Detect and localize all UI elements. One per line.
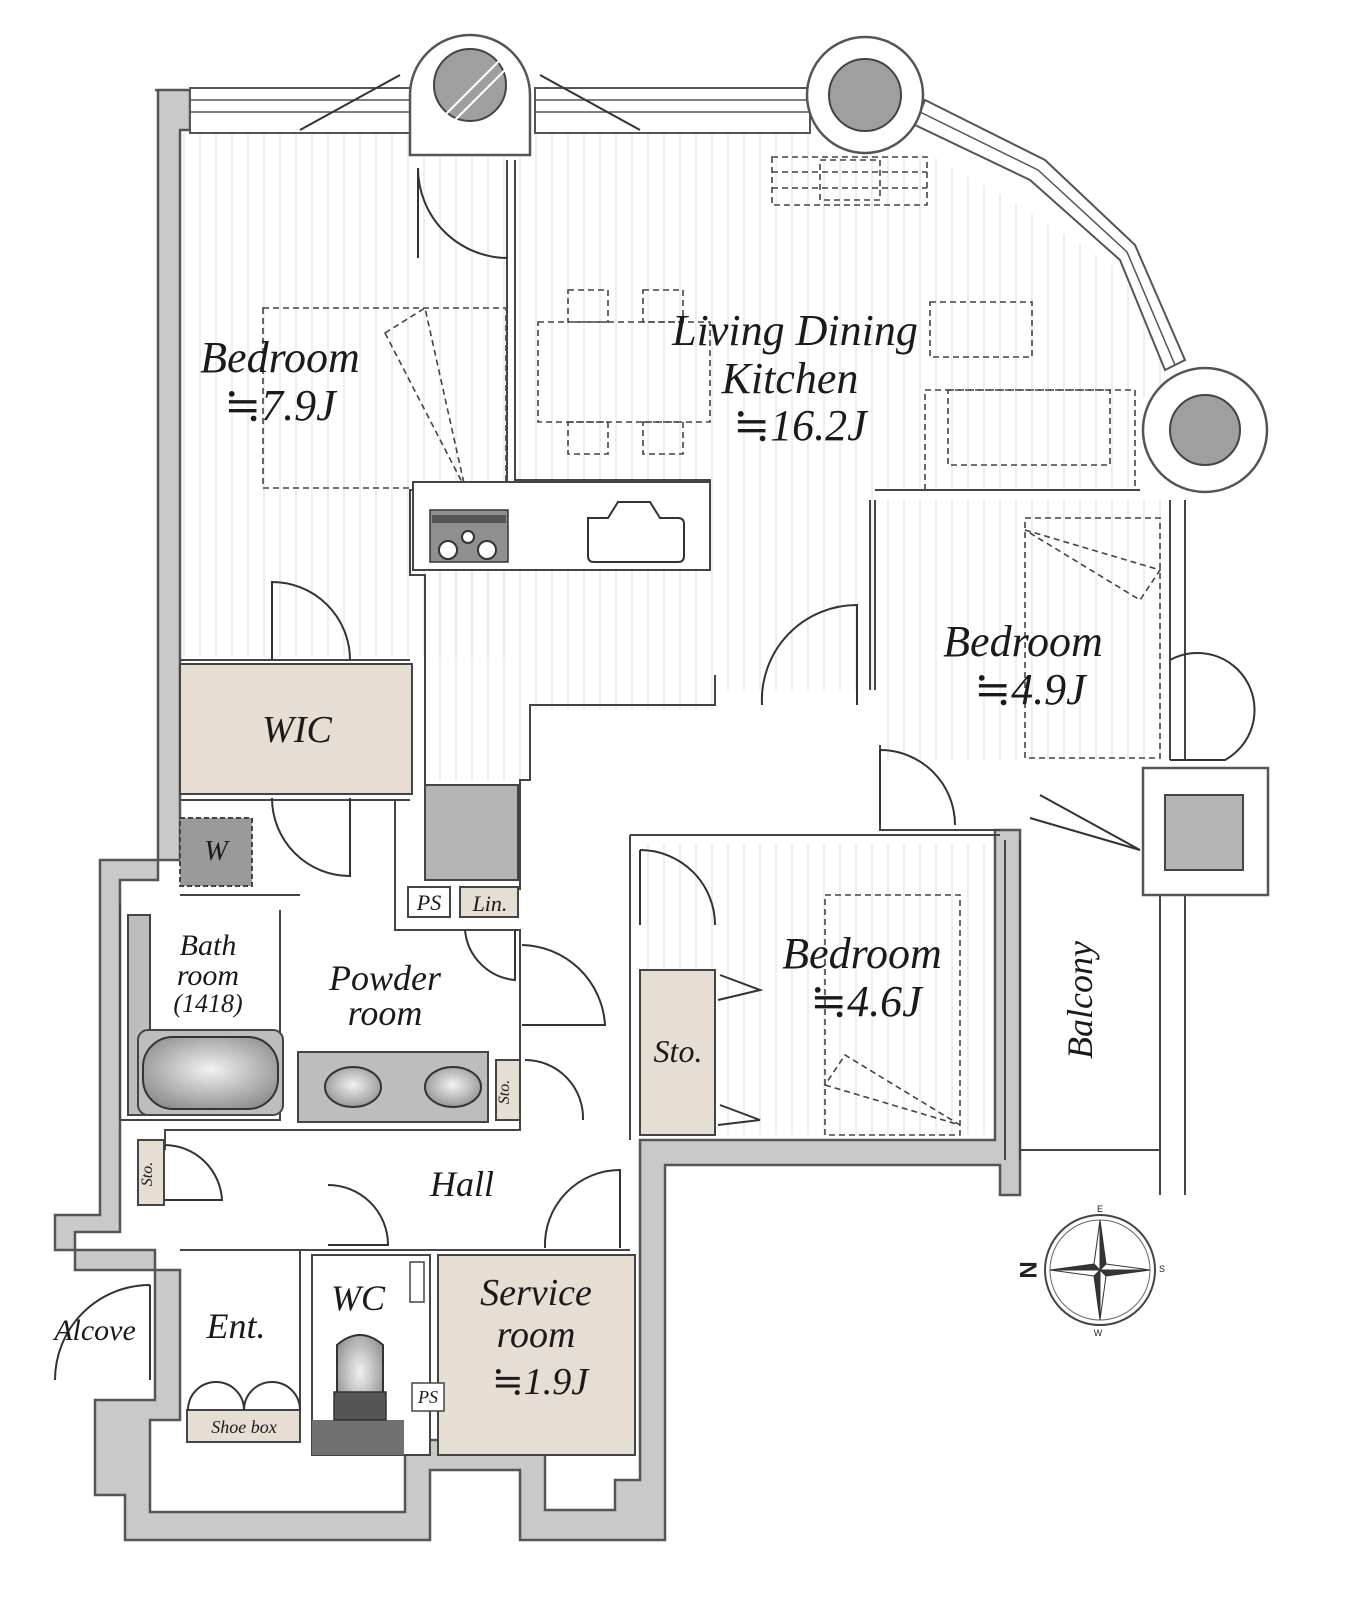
lin-label: Lin.	[472, 891, 508, 916]
sto-bedroom-label: Sto.	[654, 1033, 703, 1069]
bedroom-right-size: ≒4.9J	[974, 665, 1088, 714]
service-size: ≒1.9J	[492, 1361, 590, 1403]
exterior-walls	[53, 88, 1022, 1542]
compass-south: S	[1159, 1264, 1165, 1274]
service-line1: Service	[480, 1272, 592, 1314]
ldk-name-line1: Living Dining	[671, 306, 918, 355]
powder-line1: Powder	[328, 958, 442, 998]
compass-west: W	[1094, 1328, 1103, 1338]
powder-line2: room	[348, 993, 423, 1033]
bath-line2: room	[177, 959, 239, 992]
bedroom-main-name: Bedroom	[200, 333, 360, 382]
sto-hall-label: Sto.	[139, 1162, 156, 1186]
bedroom-lower-name: Bedroom	[782, 929, 942, 978]
ldk-size: ≒16.2J	[733, 401, 869, 450]
north-windows	[189, 74, 1187, 372]
round-columns	[408, 33, 1269, 494]
bath-line1: Bath	[180, 929, 237, 962]
ps-upper-label: PS	[416, 890, 441, 915]
furniture-outlines	[262, 156, 1162, 1136]
ldk-name-line2: Kitchen	[721, 354, 859, 403]
room-labels: Bedroom ≒7.9J Living Dining Kitchen ≒16.…	[52, 306, 1103, 1437]
ent-label: Ent.	[206, 1306, 266, 1346]
balcony-label: Balcony	[1060, 941, 1100, 1059]
door-swings	[54, 167, 1256, 1411]
ps-lower-label: PS	[417, 1387, 438, 1407]
sto-small-label: Sto.	[496, 1080, 513, 1104]
shoe-box-label: Shoe box	[211, 1417, 276, 1437]
compass-north: N	[1015, 1261, 1042, 1278]
bedroom-right-name: Bedroom	[943, 617, 1103, 666]
wc-label: WC	[331, 1278, 386, 1318]
alcove-label: Alcove	[52, 1314, 136, 1347]
kitchen-counter	[412, 481, 711, 571]
compass-rose: N E S W	[1015, 1204, 1165, 1338]
service-line2: room	[497, 1314, 576, 1356]
hall-label: Hall	[429, 1164, 494, 1204]
fixtures	[127, 663, 1270, 1456]
bedroom-main-size: ≒7.9J	[224, 381, 338, 430]
floor-areas	[182, 132, 1175, 1135]
bath-line3: (1418)	[173, 989, 242, 1018]
bedroom-lower-size: ≒4.6J	[810, 977, 924, 1026]
compass-east: E	[1097, 1204, 1103, 1214]
w-label: W	[204, 836, 230, 867]
wic-label: WIC	[262, 709, 332, 751]
